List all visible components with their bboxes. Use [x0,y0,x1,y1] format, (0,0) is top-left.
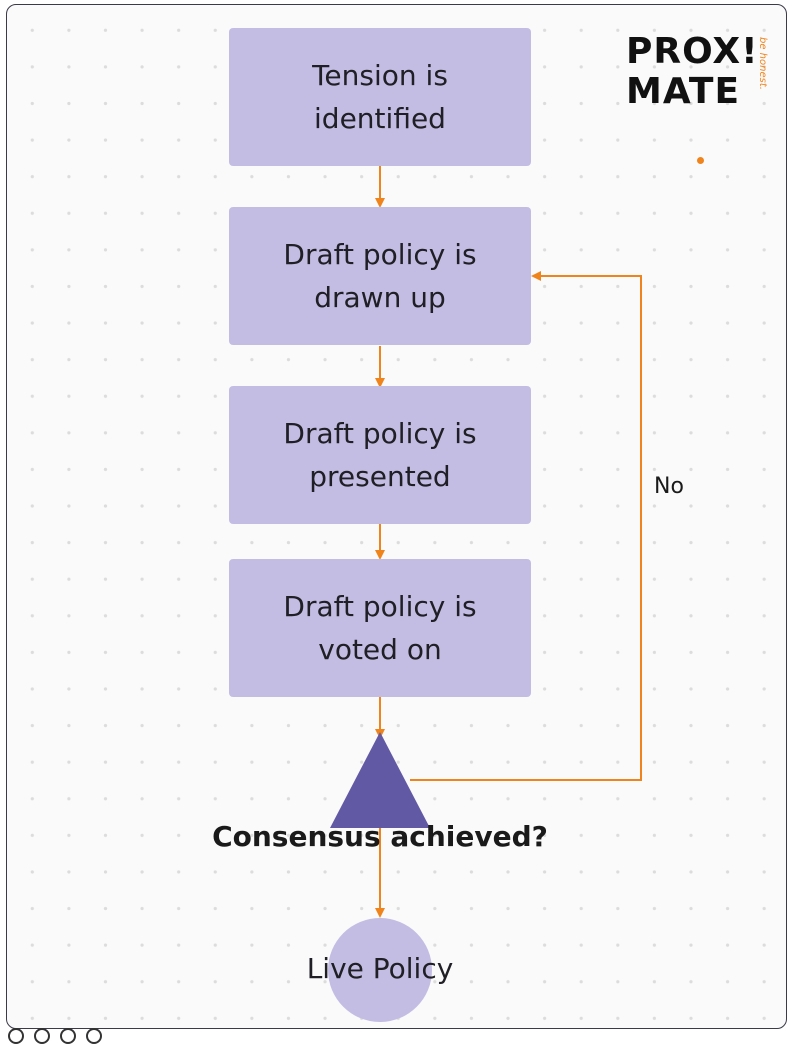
decision-label: Consensus achieved? [212,820,548,853]
toolbar-partial [8,1028,178,1044]
logo-line-2: MATE [626,71,741,112]
end-node-label: Live Policy [306,952,454,985]
step-draft-presented: Draft policy is presented [229,386,531,524]
logo-accent-dot [697,157,704,164]
step-tension-identified: Tension is identified [229,28,531,166]
loop-label-no: No [654,474,684,499]
tool-icon[interactable] [86,1028,102,1044]
proximate-logo: PROX! MATE be honest. [626,33,776,123]
tool-icon[interactable] [8,1028,24,1044]
end-node-circle [328,918,432,1022]
tool-icon[interactable] [34,1028,50,1044]
decision-triangle [330,732,430,828]
step-draft-drawn-up: Draft policy is drawn up [229,207,531,345]
logo-line-1: PROX! [626,31,759,72]
tool-icon[interactable] [60,1028,76,1044]
loop-back-connector [410,271,642,781]
step-draft-voted-on: Draft policy is voted on [229,559,531,697]
